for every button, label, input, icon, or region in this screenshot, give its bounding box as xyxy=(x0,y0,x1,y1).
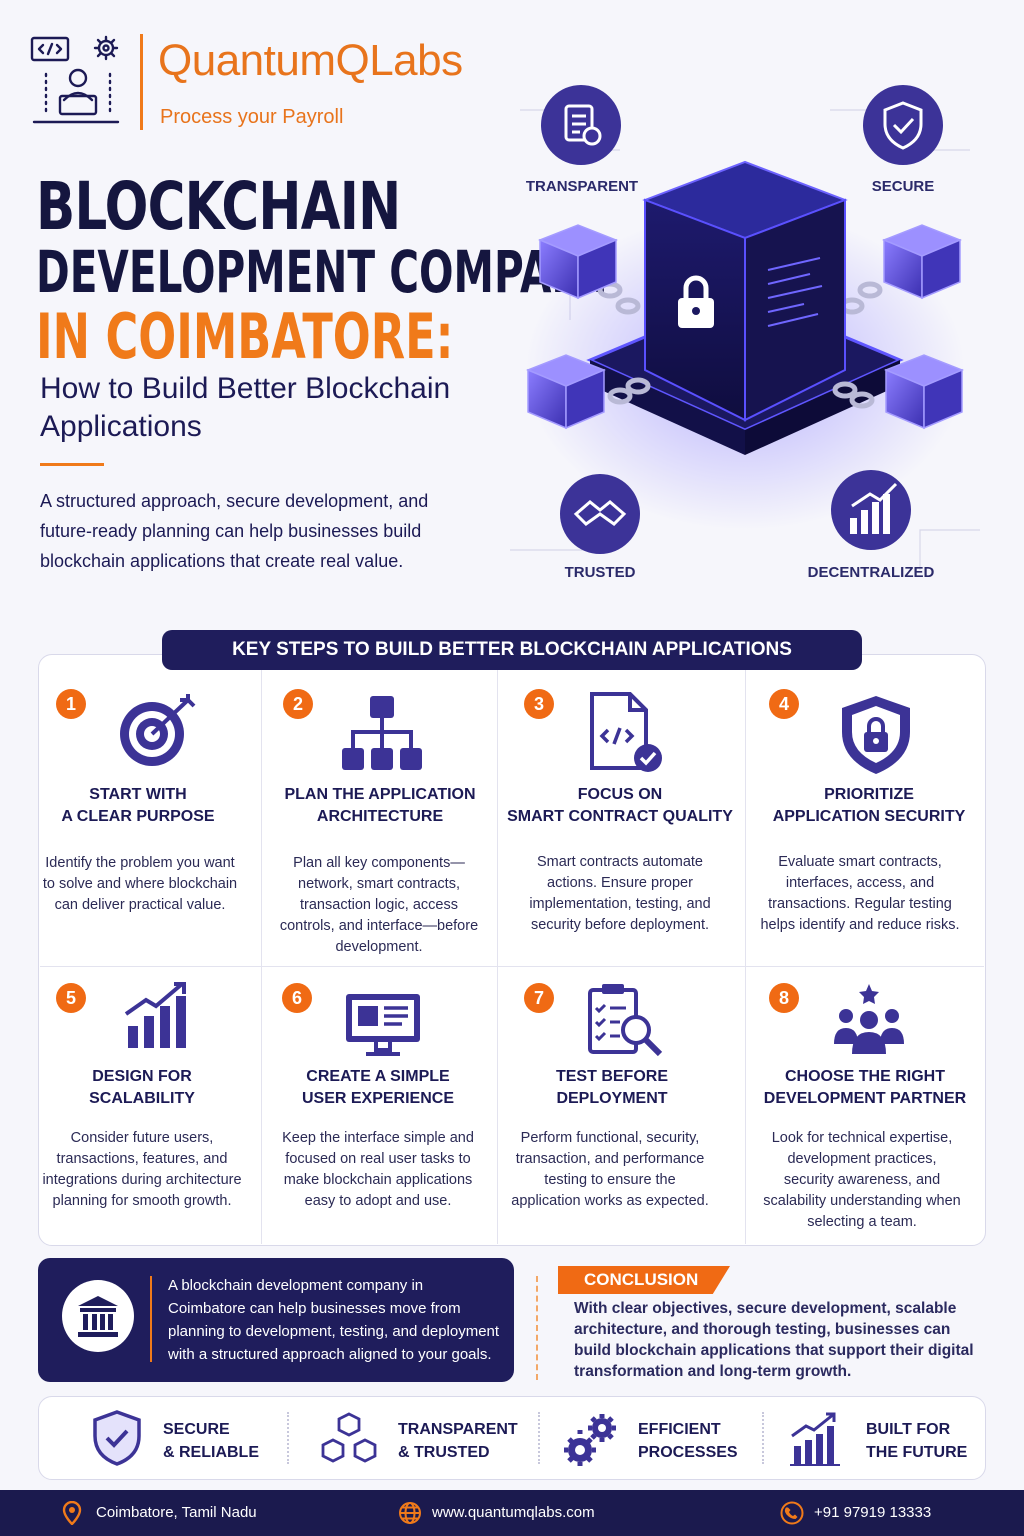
accent-line xyxy=(40,463,104,466)
step-description: Look for technical expertise, developmen… xyxy=(763,1130,961,1230)
step-number: 7 xyxy=(524,983,554,1013)
page-title-line1: BLOCKCHAIN xyxy=(36,168,401,245)
checklist-search-icon xyxy=(588,984,663,1057)
feature-label-trusted: TRUSTED xyxy=(564,564,636,581)
page-title-line2: DEVELOPMENT COMPANY xyxy=(36,238,615,306)
target-icon xyxy=(120,694,196,766)
blockchain-illustration xyxy=(510,85,980,570)
step-description: Smart contracts automate actions. Ensure… xyxy=(529,854,711,933)
step-number: 4 xyxy=(769,689,799,719)
location-pin-icon xyxy=(62,1501,82,1525)
steps-col-divider xyxy=(261,670,262,1244)
footer-location: Coimbatore, Tamil Nadu xyxy=(96,1504,257,1521)
cta-icon-circle xyxy=(62,1280,134,1352)
intro-text: A structured approach, secure developmen… xyxy=(40,491,429,571)
step-description: Identify the problem you want to solve a… xyxy=(42,855,238,913)
conclusion-text: With clear objectives, secure developmen… xyxy=(574,1300,974,1380)
phone-icon xyxy=(780,1501,804,1525)
growth-chart-icon xyxy=(124,982,186,1048)
strip-divider xyxy=(287,1412,289,1464)
footer-website-link[interactable]: www.quantumqlabs.com xyxy=(432,1504,595,1521)
gears-icon xyxy=(564,1414,616,1466)
shield-lock-icon xyxy=(842,696,910,774)
feature-label-transparent: TRANSPARENT xyxy=(525,178,639,195)
step-number: 1 xyxy=(56,689,86,719)
steps-banner: KEY STEPS TO BUILD BETTER BLOCKCHAIN APP… xyxy=(162,630,862,670)
feature-label-decentralized: DECENTRALIZED xyxy=(807,564,935,581)
brand-name: QuantumQLabs xyxy=(158,36,463,85)
globe-icon xyxy=(399,1502,421,1524)
steps-row-divider xyxy=(40,966,984,967)
step-description: Evaluate smart contracts, interfaces, ac… xyxy=(760,854,960,933)
step-number: 3 xyxy=(524,689,554,719)
shield-check-icon xyxy=(93,1410,141,1466)
bank-icon xyxy=(78,1296,118,1337)
cta-text: A blockchain development company in Coim… xyxy=(168,1277,500,1363)
strip-divider xyxy=(762,1412,764,1464)
step-number: 5 xyxy=(56,983,86,1013)
strip-divider xyxy=(538,1412,540,1464)
step-description: Perform functional, security, transactio… xyxy=(511,1130,709,1209)
step-description: Keep the interface simple and focused on… xyxy=(282,1130,474,1209)
step-description: Plan all key components—network, smart c… xyxy=(279,855,479,955)
conclusion-divider xyxy=(536,1276,538,1380)
footer-phone-link[interactable]: +91 97919 13333 xyxy=(814,1504,932,1521)
steps-panel xyxy=(38,654,986,1246)
code-document-icon xyxy=(590,692,662,772)
feature-label-secure: SECURE xyxy=(871,178,935,195)
page-subtitle: How to Build Better Blockchain Applicati… xyxy=(40,372,451,443)
step-number: 2 xyxy=(283,689,313,719)
page-title-line3: IN COIMBATORE: xyxy=(36,300,454,373)
footer-bar xyxy=(0,1490,1024,1536)
step-description: Consider future users, transactions, fea… xyxy=(42,1130,242,1209)
step-number: 8 xyxy=(769,983,799,1013)
steps-col-divider xyxy=(497,670,498,1244)
team-star-icon xyxy=(834,984,904,1054)
strip-item-transparent: TRANSPARENT& TRUSTED xyxy=(398,1421,518,1461)
strip-item-secure: SECURE& RELIABLE xyxy=(163,1421,259,1461)
steps-col-divider xyxy=(745,670,746,1244)
conclusion-tag: CONCLUSION xyxy=(558,1266,730,1294)
growth-icon xyxy=(790,1412,840,1466)
blocks-icon xyxy=(321,1412,377,1463)
brand-divider xyxy=(140,34,143,130)
hierarchy-icon xyxy=(342,696,422,770)
developer-logo-icon xyxy=(30,35,120,124)
brand-tagline: Process your Payroll xyxy=(160,106,344,128)
step-number: 6 xyxy=(282,983,312,1013)
monitor-icon xyxy=(346,994,420,1056)
cta-divider xyxy=(150,1276,152,1362)
